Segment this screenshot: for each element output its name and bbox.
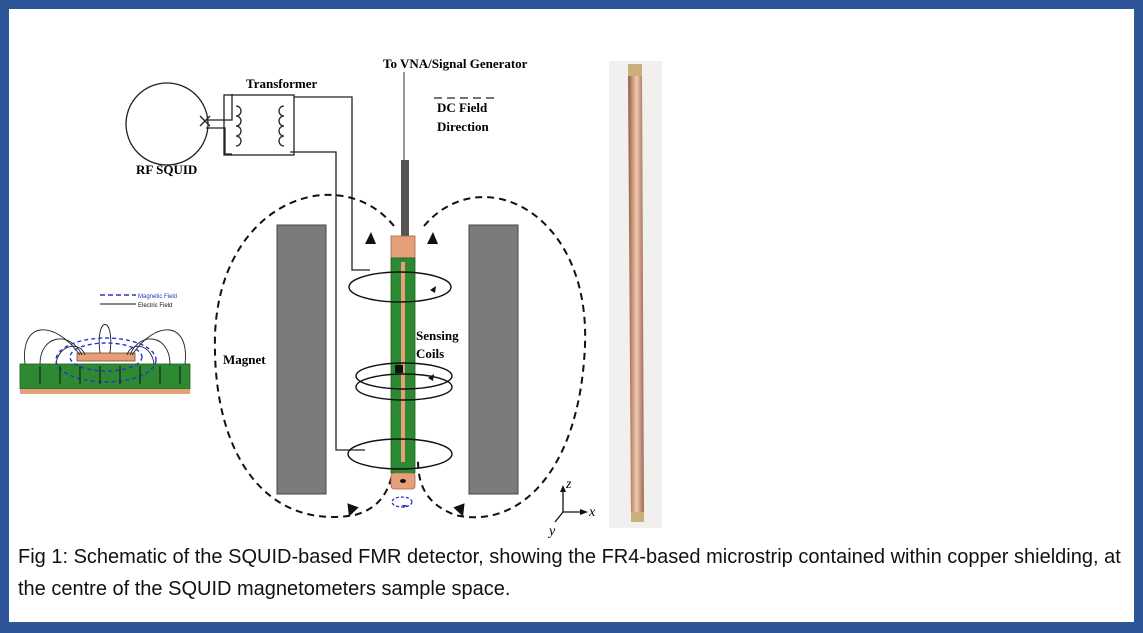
magnet-label: Magnet [223, 352, 266, 367]
sensing-coil-top [348, 271, 452, 303]
field-line-right [417, 196, 587, 519]
rf-squid-label: RF SQUID [136, 162, 197, 177]
z-axis-arrow [560, 485, 566, 492]
vna-label: To VNA/Signal Generator [383, 56, 528, 71]
rotation-indicator [391, 496, 413, 508]
axis-z-label: z [565, 477, 572, 492]
probe-copper-rod [628, 68, 644, 520]
transformer-box [223, 94, 295, 156]
sample-marker [395, 365, 403, 373]
sensing-coil-bottom [347, 438, 453, 470]
magnet-left [276, 224, 327, 495]
sensing-coil-middle-b [355, 373, 453, 401]
copper-shield-top [390, 235, 416, 259]
dc-direction-label: Direction [437, 119, 490, 134]
field-arrow-down-left [347, 503, 359, 517]
coils-label: Coils [416, 346, 444, 361]
squid-leads [206, 94, 233, 155]
inset-ground-plane [20, 389, 190, 394]
field-arrow-up-right [427, 232, 438, 244]
sample-dot [400, 479, 406, 483]
upper-coil-wire [294, 96, 370, 271]
dc-field-label: DC Field [437, 100, 488, 115]
field-arrow-up-left [365, 232, 376, 244]
field-line-left [213, 193, 395, 518]
figure-frame [9, 9, 1134, 622]
transformer-label: Transformer [246, 76, 317, 91]
x-axis-arrow [580, 509, 588, 515]
rf-squid-loop [125, 82, 209, 166]
coil-arrow-icon [428, 374, 434, 381]
transformer-secondary-coil [278, 105, 285, 147]
inset-field-arrows [39, 366, 181, 384]
axis-x-label: x [588, 505, 596, 520]
transformer-primary-coil [235, 105, 242, 147]
probe-bottom-cap [631, 512, 644, 522]
sensing-label: Sensing [416, 328, 459, 343]
coax-cable [401, 160, 409, 238]
inset-magnetic-field-lines [55, 337, 157, 383]
sensing-coil-middle-a [355, 362, 453, 390]
figure-caption: Fig 1: Schematic of the SQUID-based FMR … [18, 546, 1121, 600]
probe-top-cap [628, 64, 642, 76]
rotation-arrow-icon [402, 505, 407, 508]
magnet-right [468, 224, 519, 495]
inset-strip-conductor [76, 352, 136, 362]
microstrip-copper-line [401, 262, 405, 462]
legend-magnetic-label: Magnetic Field [138, 294, 177, 300]
coil-arrow-icon [430, 286, 436, 293]
axis-y-label: y [547, 524, 556, 539]
inset-fr4-substrate [19, 363, 191, 390]
josephson-junction-icon [199, 115, 211, 127]
field-arrow-down-right [453, 503, 465, 517]
y-axis [554, 511, 564, 523]
legend-electric-label: Electric Field [138, 303, 172, 309]
